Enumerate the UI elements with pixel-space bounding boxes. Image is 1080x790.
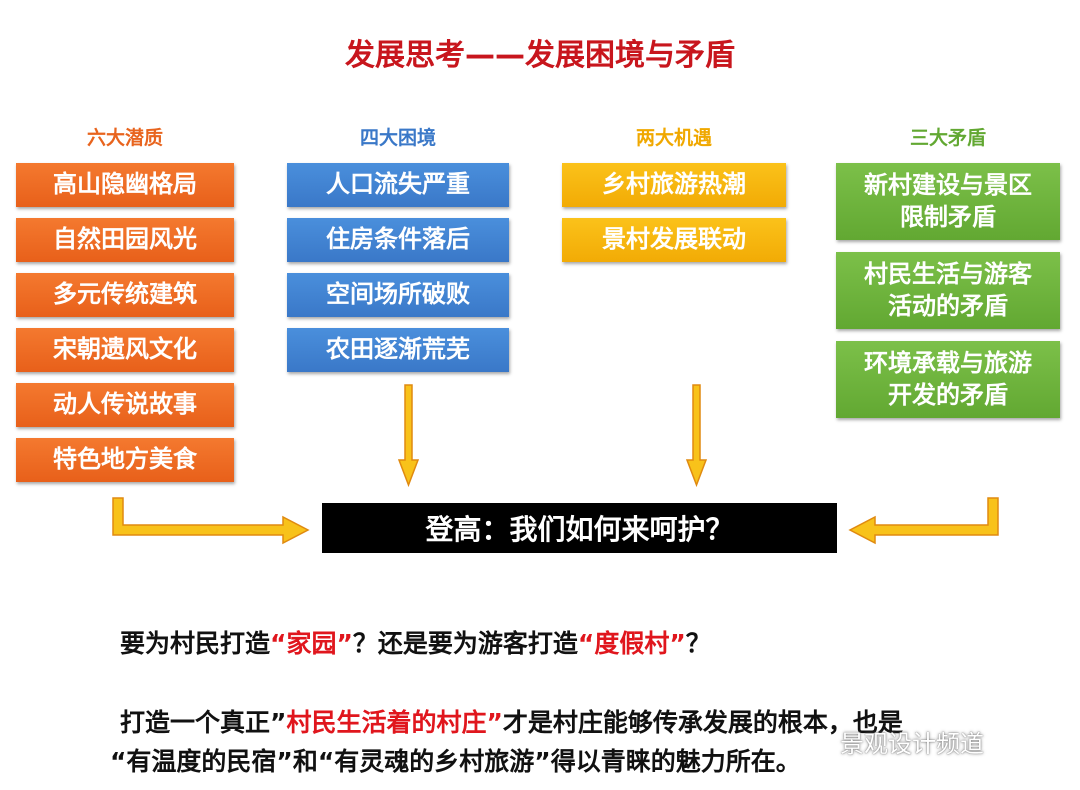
column-contradictions: 三大矛盾 新村建设与景区限制矛盾 村民生活与游客活动的矛盾 环境承载与旅游开发的…: [836, 122, 1060, 430]
text: 要为村民打造: [120, 629, 271, 658]
column-difficulties: 四大困境 人口流失严重 住房条件落后 空间场所破败 农田逐渐荒芜: [287, 122, 509, 383]
column-header: 四大困境: [359, 127, 436, 149]
column-header: 六大潜质: [86, 127, 163, 149]
contradiction-box: 村民生活与游客活动的矛盾: [836, 252, 1060, 329]
contradiction-box: 新村建设与景区限制矛盾: [836, 163, 1060, 240]
question-line: 要为村民打造“家园”？还是要为游客打造“度假村”？: [120, 624, 711, 660]
highlight: “家园”: [270, 629, 353, 658]
box-line: 活动的矛盾: [888, 291, 1008, 320]
column-potentials: 六大潜质 高山隐幽格局 自然田园风光 多元传统建筑 宋朝遗风文化 动人传说故事 …: [16, 122, 234, 493]
contradiction-box: 环境承载与旅游开发的矛盾: [836, 341, 1060, 418]
box-line: 村民生活与游客: [864, 260, 1032, 289]
potential-box: 动人传说故事: [16, 383, 234, 427]
difficulty-box: 农田逐渐荒芜: [287, 328, 509, 372]
statement-line-1: 打造一个真正”村民生活着的村庄”才是村庄能够传承发展的根本，也是: [120, 703, 903, 739]
down-arrow-icon: [685, 384, 708, 488]
column-opportunities: 两大机遇 乡村旅游热潮 景村发展联动: [562, 122, 786, 273]
potential-box: 宋朝遗风文化: [16, 328, 234, 372]
column-header: 两大机遇: [635, 127, 712, 149]
highlight: “度假村”: [577, 629, 686, 658]
opportunity-box: 景村发展联动: [562, 218, 786, 262]
potential-box: 多元传统建筑: [16, 273, 234, 317]
difficulty-box: 住房条件落后: [287, 218, 509, 262]
text: ？还是要为游客打造: [352, 629, 578, 658]
opportunity-box: 乡村旅游热潮: [562, 163, 786, 207]
box-line: 限制矛盾: [900, 202, 996, 231]
down-arrow-icon: [397, 384, 420, 488]
text: 打造一个真正”: [120, 708, 287, 737]
text: 才是村庄能够传承发展的根本，也是: [502, 708, 903, 737]
difficulty-box: 空间场所破败: [287, 273, 509, 317]
potential-box: 特色地方美食: [16, 438, 234, 482]
difficulty-box: 人口流失严重: [287, 163, 509, 207]
statement-line-2: “有温度的民宿”和“有灵魂的乡村旅游”得以青睐的魅力所在。: [110, 747, 801, 776]
right-arrow-icon: [112, 497, 310, 545]
box-line: 环境承载与旅游: [864, 349, 1032, 378]
text: ？: [685, 629, 711, 658]
column-header: 三大矛盾: [909, 127, 986, 149]
box-line: 新村建设与景区: [864, 171, 1032, 200]
watermark: 景观设计频道: [840, 730, 984, 758]
slide-title: 发展思考——发展困境与矛盾: [345, 38, 735, 73]
center-question-box: 登高：我们如何来呵护？: [322, 503, 837, 553]
box-line: 开发的矛盾: [888, 380, 1008, 409]
highlight: 村民生活着的村庄”: [286, 708, 503, 737]
potential-box: 高山隐幽格局: [16, 163, 234, 207]
potential-box: 自然田园风光: [16, 218, 234, 262]
left-arrow-icon: [848, 497, 999, 545]
